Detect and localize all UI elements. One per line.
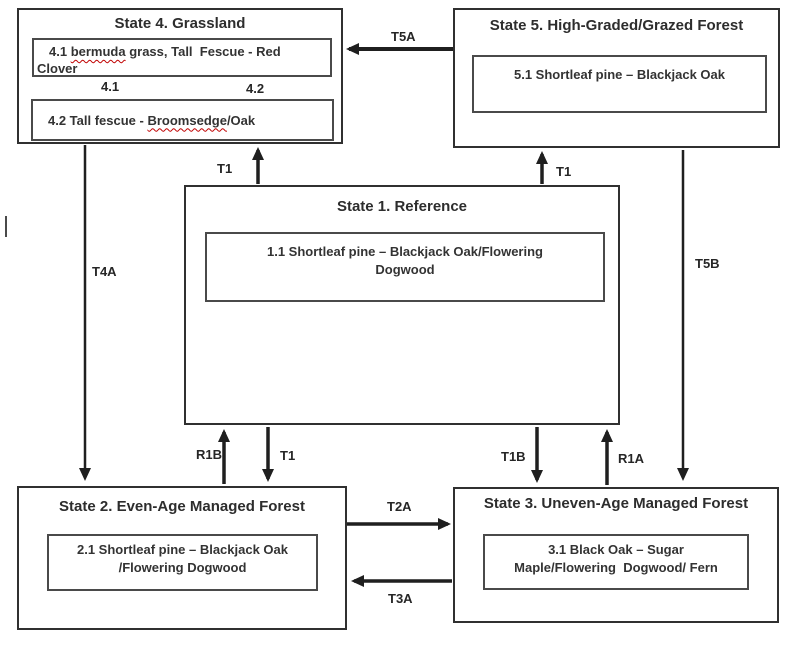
community-2-1-line2: /Flowering Dogwood bbox=[118, 560, 247, 575]
community-2-1-line1: 2.1 Shortleaf pine – Blackjack Oak bbox=[77, 542, 288, 557]
state-box-2-even-age-managed-forest: State 2. Even-Age Managed Forest 2.1 Sho… bbox=[17, 486, 347, 630]
community-4-1-text: 4.1 bbox=[49, 44, 71, 59]
community-1-1-line1: 1.1 Shortleaf pine – Blackjack Oak/Flowe… bbox=[267, 244, 543, 259]
community-box-4-1: 4.1 bermuda grass, Tall Fescue - Red Clo… bbox=[32, 38, 332, 77]
community-box-1-1: 1.1 Shortleaf pine – Blackjack Oak/Flowe… bbox=[205, 232, 605, 302]
state-box-1-reference: State 1. Reference 1.1 Shortleaf pine – … bbox=[184, 185, 620, 425]
transition-label-t1b: T1B bbox=[501, 449, 526, 464]
transition-label-t4a: T4A bbox=[92, 264, 117, 279]
pathway-label-4-1: 4.1 bbox=[101, 79, 120, 94]
transition-label-r1a: R1A bbox=[618, 451, 645, 466]
transition-label-t1-to-state2: T1 bbox=[280, 448, 296, 463]
state3-title: State 3. Uneven-Age Managed Forest bbox=[483, 495, 749, 512]
community-3-1-line2: Maple/Flowering Dogwood/ Fern bbox=[514, 560, 718, 575]
community-5-1-text: 5.1 Shortleaf pine – Blackjack Oak bbox=[514, 67, 725, 82]
state-box-5-high-graded-grazed-forest: State 5. High-Graded/Grazed Forest 5.1 S… bbox=[453, 8, 780, 148]
text-cursor-artifact bbox=[5, 216, 7, 237]
transition-label-t5b: T5B bbox=[695, 256, 720, 271]
transition-label-t3a: T3A bbox=[388, 591, 413, 606]
state1-title: State 1. Reference bbox=[336, 198, 468, 215]
state4-title: State 4. Grassland bbox=[114, 15, 246, 32]
community-4-1-misspelled-word: bermuda bbox=[70, 44, 126, 59]
transition-label-t2a: T2A bbox=[387, 499, 412, 514]
state5-title: State 5. High-Graded/Grazed Forest bbox=[489, 17, 744, 34]
community-4-2-line: 4.2 Tall fescue - Broomsedge/Oak bbox=[48, 112, 255, 129]
community-box-5-1: 5.1 Shortleaf pine – Blackjack Oak bbox=[472, 55, 767, 113]
transition-label-t1-to-state4: T1 bbox=[217, 161, 233, 176]
community-box-3-1: 3.1 Black Oak – Sugar Maple/Flowering Do… bbox=[483, 534, 749, 590]
pathway-label-4-2: 4.2 bbox=[246, 81, 265, 96]
community-4-1-line2: Clover bbox=[37, 61, 78, 76]
state-box-4-grassland: State 4. Grassland 4.1 bermuda grass, Ta… bbox=[17, 8, 343, 144]
community-4-1-text-cont: grass, Tall Fescue - Red bbox=[125, 44, 281, 59]
community-4-2-text: 4.2 Tall fescue - bbox=[48, 112, 148, 128]
community-box-2-1: 2.1 Shortleaf pine – Blackjack Oak /Flow… bbox=[47, 534, 318, 591]
transition-label-t5a: T5A bbox=[391, 29, 416, 44]
transition-label-t1-to-state5: T1 bbox=[556, 164, 572, 179]
community-box-4-2: 4.2 Tall fescue - Broomsedge/Oak bbox=[31, 99, 334, 141]
state-box-3-uneven-age-managed-forest: State 3. Uneven-Age Managed Forest 3.1 B… bbox=[453, 487, 779, 623]
state2-title: State 2. Even-Age Managed Forest bbox=[59, 498, 305, 515]
community-4-1-line1: 4.1 bermuda grass, Tall Fescue - Red bbox=[37, 43, 326, 60]
community-4-2-text-cont: /Oak bbox=[226, 112, 256, 128]
transition-label-r1b: R1B bbox=[196, 447, 223, 462]
community-1-1-line2: Dogwood bbox=[375, 262, 435, 277]
community-4-2-misspelled-word: Broomsedge bbox=[147, 112, 227, 128]
community-3-1-line1: 3.1 Black Oak – Sugar bbox=[548, 542, 684, 557]
